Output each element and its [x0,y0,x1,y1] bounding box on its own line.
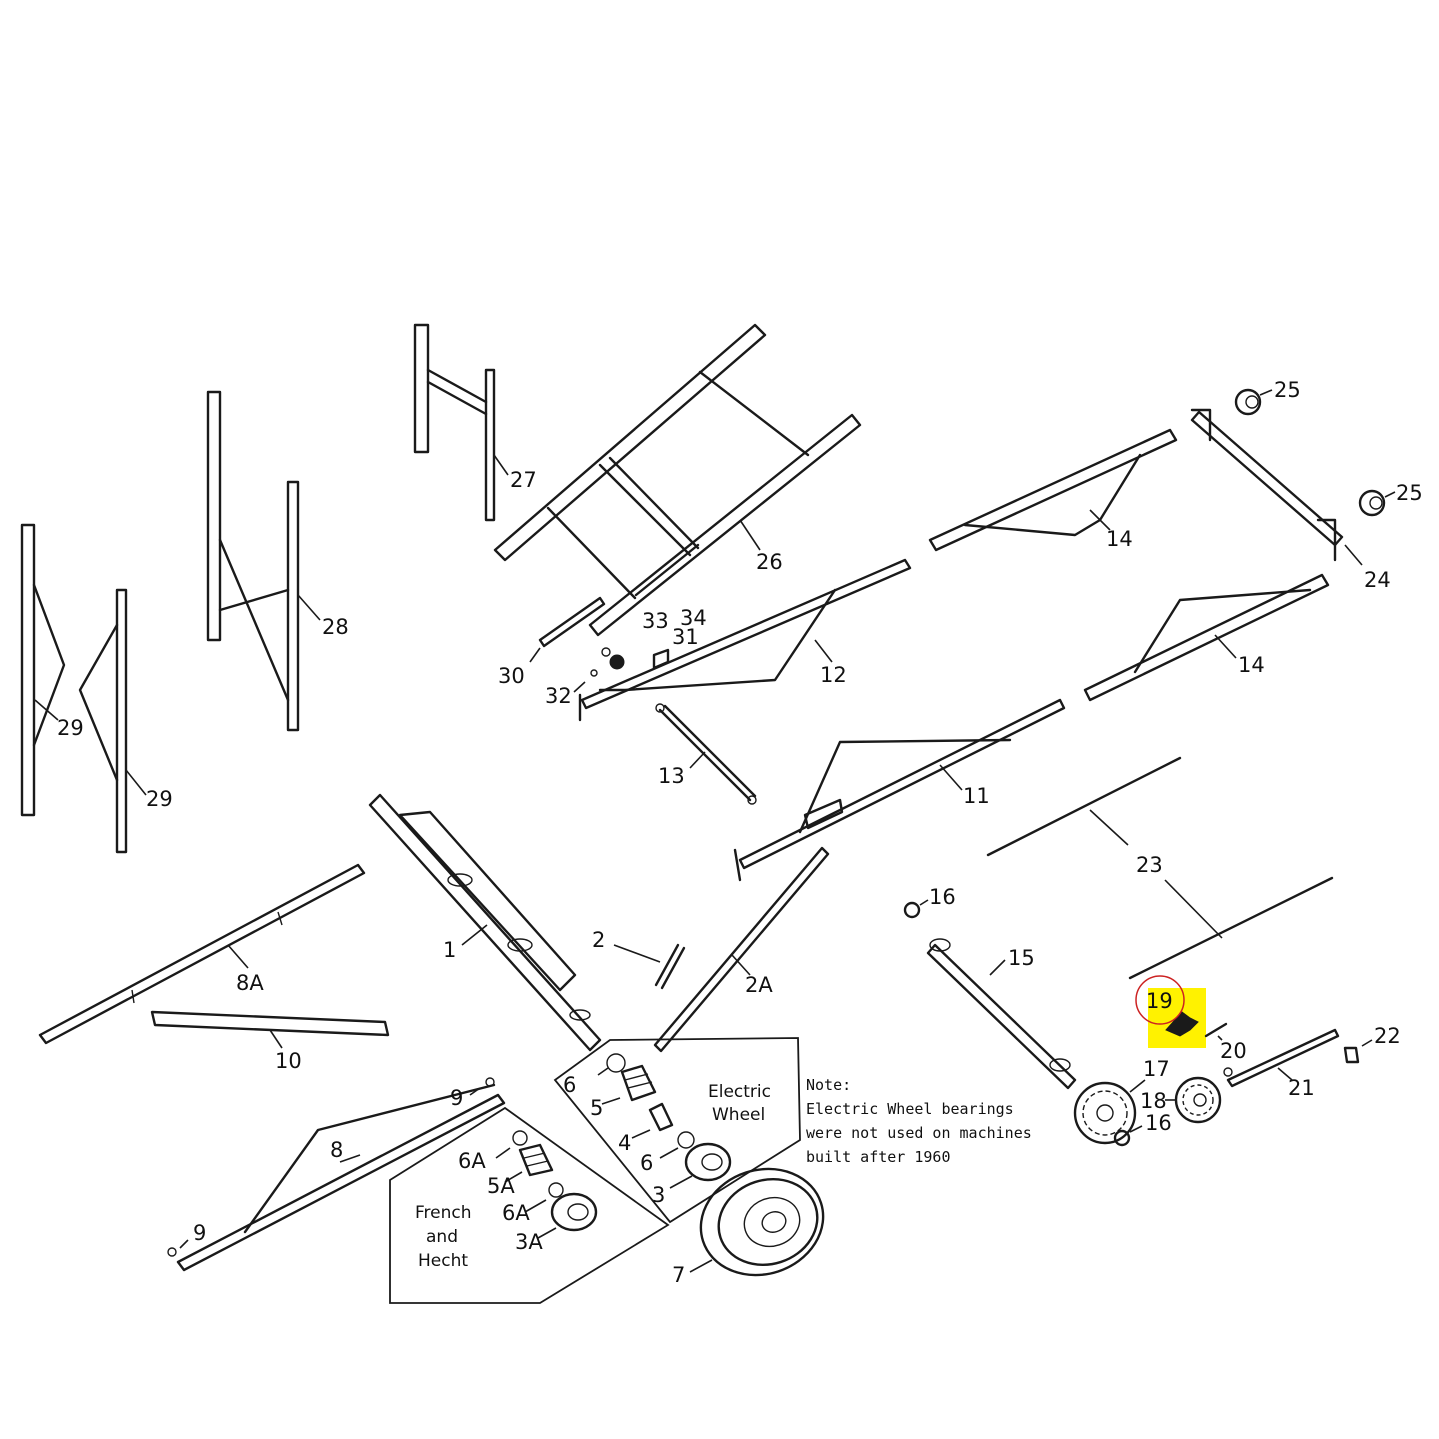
label-6a-top: 6A [458,1149,486,1173]
label-27: 27 [510,468,537,492]
part-7-wheel [689,1167,825,1277]
label-29-left: 29 [57,716,84,740]
part-20-pin [1204,1022,1228,1041]
note-line-3: built after 1960 [806,1148,951,1166]
label-16-bottom: 16 [1145,1111,1172,1135]
electric-wheel-title-1: Electric [708,1082,771,1102]
part-21-rod [1223,1028,1340,1088]
label-3a: 3A [515,1230,543,1254]
part-labels: 1 2 2A 3 3A 4 5 5A 6 6 6A 6A 7 8 8A 9 9 … [57,378,1423,1287]
label-15: 15 [1008,946,1035,970]
part-26-ladder [493,323,862,637]
label-6-top: 6 [563,1073,576,1097]
label-6a-bottom: 6A [502,1201,530,1225]
part-2-link [613,943,686,990]
label-20: 20 [1220,1039,1247,1063]
label-25-top: 25 [1274,378,1301,402]
part-2a-link [653,846,830,1053]
note-line-1: Electric Wheel bearings [806,1100,1014,1118]
french-hecht-box [389,1106,670,1304]
label-8a: 8A [236,971,264,995]
label-8: 8 [330,1138,343,1162]
label-28: 28 [322,615,349,639]
label-4: 4 [618,1131,631,1155]
note-heading: Note: [806,1076,851,1094]
label-24: 24 [1364,568,1391,592]
red-circle-marker [1135,975,1185,1025]
label-29-right: 29 [146,787,173,811]
label-5a: 5A [487,1174,515,1198]
label-10: 10 [275,1049,302,1073]
note-line-2: were not used on machines [806,1124,1032,1142]
part-13-rod [655,703,757,805]
label-22: 22 [1374,1024,1401,1048]
label-11: 11 [963,784,990,808]
part-18-gear [1165,1076,1222,1124]
label-34: 34 [680,606,707,630]
label-25-bottom: 25 [1396,481,1423,505]
label-6-bottom: 6 [640,1151,653,1175]
part-10-strip [150,1010,390,1049]
label-12: 12 [820,663,847,687]
label-32: 32 [545,684,572,708]
part-28-frame [206,390,321,732]
label-1: 1 [443,938,456,962]
part-12-frame [578,558,912,722]
label-26: 26 [756,550,783,574]
label-33: 33 [642,609,669,633]
french-hecht-title-3: Hecht [418,1251,468,1271]
label-30: 30 [498,664,525,688]
part-27-frame [413,323,509,522]
part-16-washers [903,899,1143,1147]
part-29-frames [20,523,147,854]
part-17-sprocket [1073,1079,1146,1145]
box-labels: Electric Wheel French and Hecht [415,1082,771,1271]
electric-wheel-box [553,1037,801,1224]
part-8-frame [176,1083,506,1272]
part-8a-bar [38,863,366,1045]
note-block: Note: Electric Wheel bearings were not u… [806,1076,1032,1166]
label-23: 23 [1136,853,1163,877]
label-14-bottom: 14 [1238,653,1265,677]
part-15-shaft [926,938,1077,1090]
label-9-top: 9 [450,1086,463,1110]
label-18: 18 [1140,1089,1167,1113]
french-hecht-title-1: French [415,1203,472,1223]
label-3: 3 [652,1183,665,1207]
part-24-bracket [1190,408,1363,566]
french-hecht-title-2: and [426,1227,458,1247]
part-14-frames [928,428,1330,702]
label-2: 2 [592,928,605,952]
part-25-bushings [1234,388,1396,517]
parts-30-34 [529,596,670,693]
label-19: 19 [1146,989,1173,1013]
label-2a: 2A [745,973,773,997]
part-9-pins [167,1077,495,1257]
label-13: 13 [658,764,685,788]
label-14-top: 14 [1106,527,1133,551]
part-11-frame [733,698,1066,882]
label-7: 7 [672,1263,685,1287]
label-31: 31 [672,625,699,649]
label-21: 21 [1288,1076,1315,1100]
electric-wheel-title-2: Wheel [712,1105,765,1125]
part-22-bolt [1343,1039,1373,1064]
part-23-rods [986,756,1334,980]
label-5: 5 [590,1096,603,1120]
part-19-highlight [1135,975,1206,1048]
label-9-bottom: 9 [193,1221,206,1245]
label-16-top: 16 [929,885,956,909]
part-1-tube [368,793,602,1052]
label-17: 17 [1143,1057,1170,1081]
